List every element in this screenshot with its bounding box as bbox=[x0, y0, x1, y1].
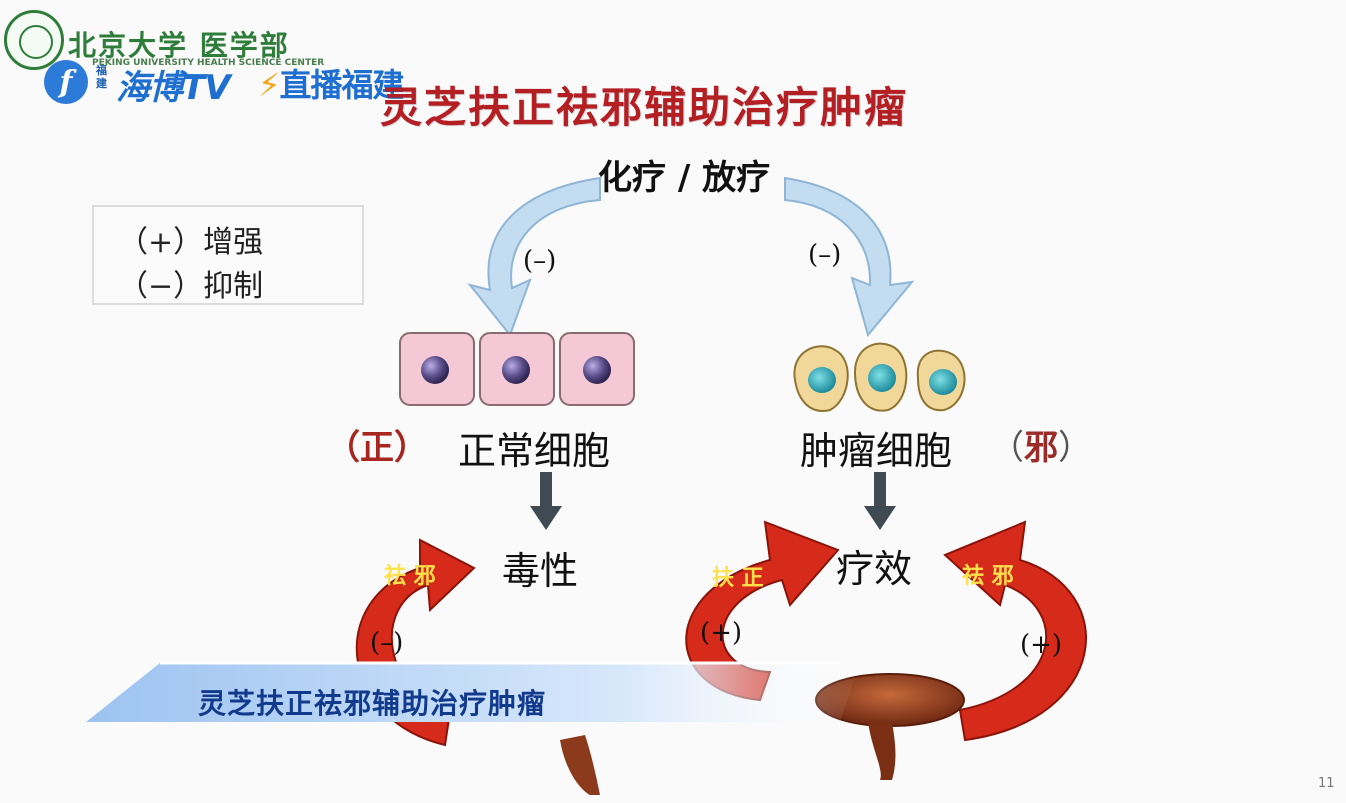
tumor-tag-open: （ bbox=[990, 428, 1024, 468]
slide-title: 灵芝扶正祛邪辅助治疗肿瘤 bbox=[380, 83, 909, 132]
legend-box: （+）增强 （−）抑制 bbox=[92, 205, 364, 305]
university-subtitle: PEKING UNIVERSITY HEALTH SCIENCE CENTER bbox=[92, 58, 325, 68]
ganoderma-mushroom-right bbox=[815, 673, 965, 780]
tv-channel-name: 海博TV bbox=[116, 68, 231, 108]
effect-label-right: (–) bbox=[808, 240, 842, 270]
down-arrow-left bbox=[530, 472, 562, 530]
down-arrow-right bbox=[864, 472, 896, 530]
arrow-left-label: 祛 邪 bbox=[384, 563, 436, 589]
page-number: 11 bbox=[1318, 776, 1335, 791]
toxicity-label: 毒性 bbox=[502, 549, 579, 593]
tv-region-label: 福建 bbox=[96, 64, 107, 90]
efficacy-label: 疗效 bbox=[836, 547, 913, 591]
treatment-label: 化疗 / 放疗 bbox=[598, 158, 771, 198]
university-seal-logo bbox=[4, 10, 64, 70]
ganoderma-mushroom-left bbox=[560, 735, 600, 795]
tumor-tag: （邪） bbox=[990, 420, 1092, 469]
legend-enhance: （+）增强 bbox=[118, 225, 264, 260]
caption-banner bbox=[86, 663, 860, 722]
red-arrow-right bbox=[943, 520, 1087, 742]
caption-text: 灵芝扶正祛邪辅助治疗肿瘤 bbox=[198, 687, 547, 720]
live-badge: ⚡直播福建 bbox=[258, 60, 404, 106]
tv-logo-icon: f bbox=[44, 60, 88, 104]
university-name: 北京大学 医学部 bbox=[68, 29, 290, 62]
tumor-cells-label: 肿瘤细胞 bbox=[800, 429, 953, 473]
arrow-mid-sign: (+) bbox=[700, 618, 743, 648]
tumor-tag-close: ） bbox=[1058, 428, 1092, 468]
arrow-right-sign: (+) bbox=[1020, 630, 1063, 660]
bolt-icon: ⚡ bbox=[258, 66, 280, 104]
tumor-cells-illustration bbox=[793, 342, 966, 412]
arrow-left-sign: (–) bbox=[370, 628, 404, 658]
curved-arrow-right bbox=[784, 176, 915, 338]
tumor-tag-char: 邪 bbox=[1024, 428, 1058, 468]
normal-cells-label: 正常细胞 bbox=[458, 429, 611, 473]
arrow-mid-label: 扶 正 bbox=[712, 565, 764, 591]
normal-tag: （正） bbox=[326, 428, 428, 468]
effect-label-left: (–) bbox=[523, 246, 557, 276]
normal-cells-illustration bbox=[399, 332, 635, 406]
legend-inhibit: （−）抑制 bbox=[118, 269, 264, 304]
curved-arrow-left bbox=[467, 176, 601, 338]
arrow-right-label: 祛 邪 bbox=[962, 563, 1014, 589]
live-badge-text: 直播福建 bbox=[279, 66, 404, 104]
